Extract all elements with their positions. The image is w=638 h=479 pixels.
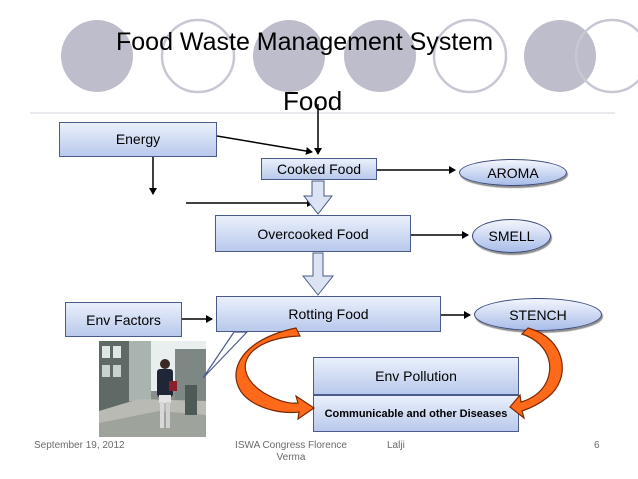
overcooked-to-rotting-block-arrow xyxy=(301,252,335,296)
aroma-label: AROMA xyxy=(487,164,539,181)
footer-congress: ISWA Congress Florence Verma xyxy=(233,440,349,464)
footer-author: Lalji xyxy=(387,440,405,451)
decor-circle-filled xyxy=(524,20,596,92)
right-curved-arrow xyxy=(509,327,563,420)
smell-oval: SMELL xyxy=(472,219,551,253)
env-factors-label: Env Factors xyxy=(86,311,161,328)
energy-box: Energy xyxy=(59,122,217,157)
decor-circle-filled xyxy=(61,20,133,92)
decor-circle-filled xyxy=(344,20,416,92)
stench-label: STENCH xyxy=(509,306,567,323)
cooked-food-label: Cooked Food xyxy=(276,161,362,177)
rotting-food-label: Rotting Food xyxy=(288,306,369,322)
env-pollution-box: Env Pollution xyxy=(313,357,519,395)
stench-oval: STENCH xyxy=(474,298,602,331)
env-pollution-label: Env Pollution xyxy=(375,368,457,384)
footer-congress-line2: Verma xyxy=(276,452,306,463)
env-factors-box: Env Factors xyxy=(65,302,182,337)
footer-date: September 19, 2012 xyxy=(34,440,125,451)
slide-title: Food Waste Management System xyxy=(116,28,494,56)
decor-circle-outline xyxy=(160,18,236,94)
left-curved-arrow xyxy=(235,327,316,421)
footer-congress-line1: ISWA Congress Florence xyxy=(235,440,347,451)
aroma-oval: AROMA xyxy=(459,159,567,186)
footer-page-number: 6 xyxy=(594,440,600,451)
smell-label: SMELL xyxy=(488,228,535,244)
diseases-label: Communicable and other Diseases xyxy=(324,407,508,420)
decor-circle-filled xyxy=(253,20,325,92)
overcooked-food-label: Overcooked Food xyxy=(257,225,369,242)
energy-label: Energy xyxy=(115,131,161,147)
overcooked-food-box: Overcooked Food xyxy=(215,215,411,252)
decor-circle-outline xyxy=(574,18,638,94)
photo-callout-pointer xyxy=(202,331,249,379)
food-label: Food xyxy=(283,86,343,116)
diseases-box: Communicable and other Diseases xyxy=(313,395,519,432)
cooked-to-overcooked-block-arrow xyxy=(302,180,334,215)
decor-circle-outline xyxy=(432,18,508,94)
energy-to-cooked-arrow xyxy=(216,135,313,155)
street-photo xyxy=(99,341,206,437)
cooked-food-box: Cooked Food xyxy=(261,158,377,180)
rotting-food-box: Rotting Food xyxy=(216,296,441,332)
